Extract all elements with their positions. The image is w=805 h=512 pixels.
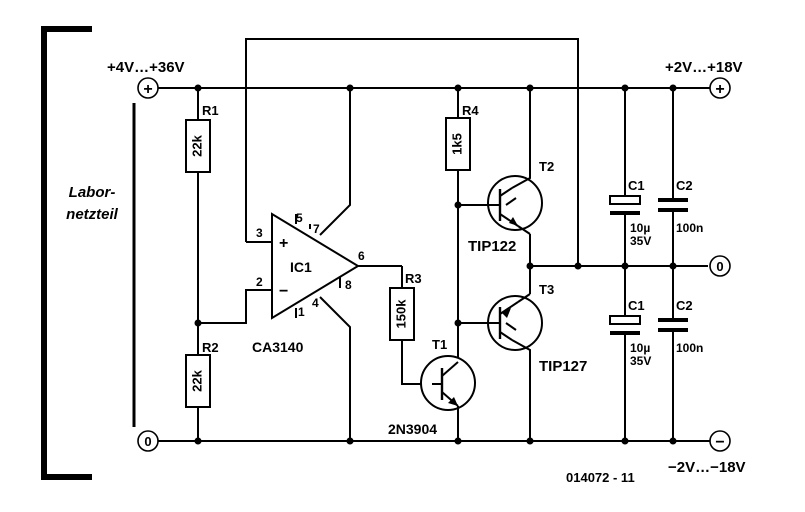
output-negative-voltage-label: −2V…−18V [668,459,746,476]
resistor-r2: R2 22k [185,323,219,441]
c1-top-value1: 10µ [630,221,650,235]
r2-name: R2 [202,340,219,355]
c1-top-value2: 35V [630,234,651,248]
ic1-name: IC1 [290,259,312,275]
c1-top-name: C1 [628,178,645,193]
ic1-pin7: 7 [313,222,320,236]
r3-value: 150k [393,299,408,329]
output-positive-voltage-label: +2V…+18V [665,59,743,76]
t2-type: TIP122 [468,238,516,255]
supply-label-line1: Labor- [69,184,116,201]
r1-name: R1 [202,103,219,118]
c1-bottom-value2: 35V [630,354,651,368]
lab-supply-bracket: Labor- netzteil [41,26,136,480]
junction-dots [194,84,677,445]
capacitor-c1-top: C1 10µ 35V [609,88,651,266]
capacitor-c2-top: C2 100n [658,88,703,266]
terminal-output-zero-label: 0 [716,259,723,274]
r2-value: 22k [189,369,204,391]
t1-name: T1 [432,337,447,352]
ic1-pin8: 8 [345,278,352,292]
ic1-pin1: 1 [298,305,305,319]
r1-value: 22k [189,134,204,156]
c2-bottom-name: C2 [676,298,693,313]
ic1-pin4: 4 [312,296,319,310]
terminal-output-negative-sign: − [715,434,724,451]
resistor-r3: R3 150k [389,266,432,385]
c1-bottom-value1: 10µ [630,341,650,355]
supply-label-line2: netzteil [66,206,119,223]
r4-value: 1k5 [449,133,464,155]
t3-type: TIP127 [539,358,587,375]
ic1-minus: − [279,283,288,300]
terminal-output-negative: − −2V…−18V [668,430,746,476]
t3-name: T3 [539,282,554,297]
figure-number: 014072 - 11 [566,470,635,485]
t1-type: 2N3904 [388,421,437,437]
input-voltage-label: +4V…+36V [107,59,185,76]
terminal-output-positive-sign: + [715,81,724,98]
resistor-r1: R1 22k [185,88,219,323]
c2-top-name: C2 [676,178,693,193]
ic1-pin3: 3 [256,226,263,240]
ic1-pin6: 6 [358,249,365,263]
terminal-output-zero: 0 [709,255,731,277]
r3-name: R3 [405,271,422,286]
terminal-output-positive: + +2V…+18V [665,59,743,99]
ic1-pin5: 5 [296,211,303,225]
ic1-type: CA3140 [252,339,304,355]
transistor-t3: T3 TIP127 [458,266,587,441]
resistor-r4: R4 1k5 [445,88,479,362]
terminal-input-zero-label: 0 [144,434,151,449]
c2-bottom-value: 100n [676,341,703,355]
ic1-plus: + [279,235,288,252]
t2-name: T2 [539,159,554,174]
r4-name: R4 [462,103,479,118]
op-amp-ic1: + − IC1 CA3140 3 2 5 7 6 8 4 1 [252,88,402,441]
transistor-t2: T2 TIP122 [458,88,554,266]
terminal-input-positive: + +4V…+36V [107,59,185,99]
c2-top-value: 100n [676,221,703,235]
terminal-input-positive-sign: + [143,81,152,98]
capacitor-c2-bottom: C2 100n [658,266,703,441]
feedback-wire [245,38,579,266]
transistor-t1: T1 2N3904 [388,337,476,441]
c1-bottom-name: C1 [628,298,645,313]
terminal-input-zero: 0 [137,430,159,452]
capacitor-c1-bottom: C1 10µ 35V [609,266,651,441]
inverting-input-wire [198,289,272,324]
ic1-pin2: 2 [256,275,263,289]
